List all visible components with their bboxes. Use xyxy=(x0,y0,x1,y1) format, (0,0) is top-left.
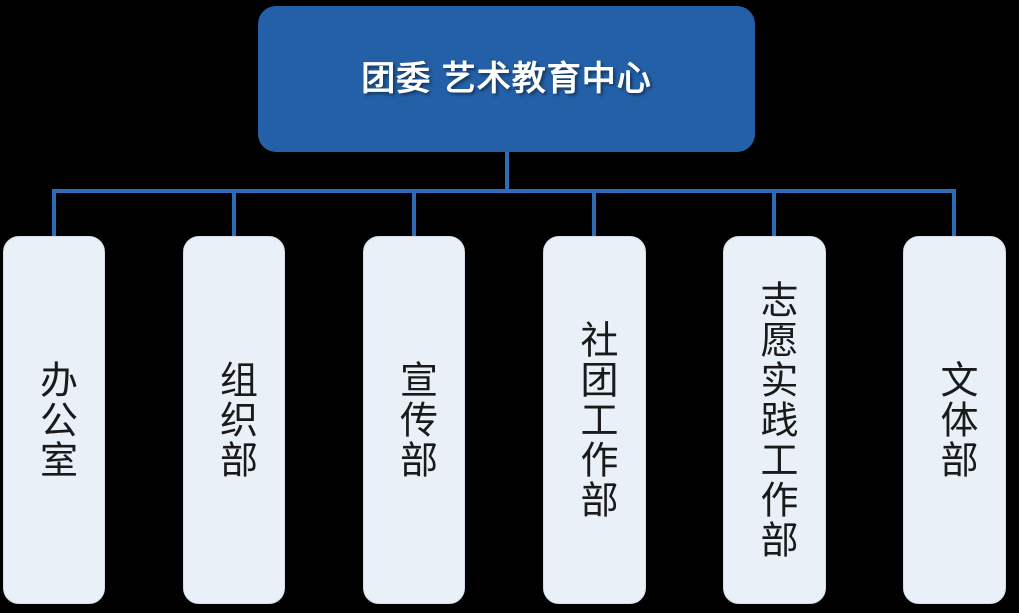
org-node-child-5-label: 志愿实践工作部 xyxy=(754,280,797,560)
org-node-root-label: 团委 艺术教育中心 xyxy=(361,59,652,98)
org-node-child-1[interactable]: 办公室 xyxy=(3,236,105,604)
org-node-child-4-label: 社团工作部 xyxy=(574,320,617,520)
connector-drop-6 xyxy=(952,189,956,237)
org-node-child-6-label: 文体部 xyxy=(934,360,977,480)
connector-drop-2 xyxy=(232,189,236,237)
connector-drop-4 xyxy=(592,189,596,237)
org-node-child-5[interactable]: 志愿实践工作部 xyxy=(723,236,826,604)
org-node-child-3-label: 宣传部 xyxy=(393,360,436,480)
connector-horizontal-bus xyxy=(52,189,956,193)
connector-drop-1 xyxy=(52,189,56,237)
org-node-root[interactable]: 团委 艺术教育中心 xyxy=(258,6,755,152)
org-node-child-4[interactable]: 社团工作部 xyxy=(543,236,646,604)
org-node-child-3[interactable]: 宣传部 xyxy=(363,236,465,604)
connector-drop-5 xyxy=(772,189,776,237)
org-node-child-2-label: 组织部 xyxy=(213,360,256,480)
connector-drop-3 xyxy=(412,189,416,237)
org-node-child-2[interactable]: 组织部 xyxy=(183,236,285,604)
org-node-child-1-label: 办公室 xyxy=(33,360,76,480)
org-node-child-6[interactable]: 文体部 xyxy=(903,236,1006,604)
connector-root-stub xyxy=(505,152,509,192)
